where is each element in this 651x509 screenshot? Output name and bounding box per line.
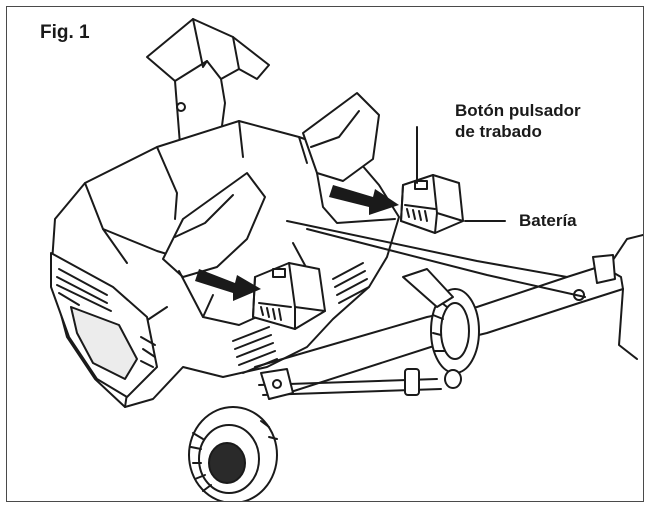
figure-frame: Fig. 1 Botón pulsador de trabado Batería	[6, 6, 644, 502]
figure-label: Fig. 1	[40, 22, 90, 43]
axle-shaft	[258, 368, 462, 400]
handle-frame	[254, 220, 643, 400]
front-wheel	[188, 406, 278, 501]
rear-wheel	[402, 268, 480, 374]
arrow-right-icon	[329, 185, 399, 215]
side-vents	[232, 262, 370, 374]
battery-left	[252, 262, 326, 330]
snow-blower-illustration	[50, 18, 643, 501]
front-vent-panel	[50, 252, 158, 398]
callout-push-button-line2: de trabado	[455, 122, 542, 141]
callout-battery: Batería	[519, 211, 577, 230]
battery-compartment-right	[302, 92, 396, 224]
leader-lines	[416, 126, 506, 222]
battery-right	[400, 174, 464, 234]
arrow-right-icon	[195, 269, 261, 301]
discharge-chute	[146, 18, 270, 180]
callout-push-button: Botón pulsador de trabado	[455, 100, 581, 142]
callout-push-button-line1: Botón pulsador	[455, 101, 581, 120]
